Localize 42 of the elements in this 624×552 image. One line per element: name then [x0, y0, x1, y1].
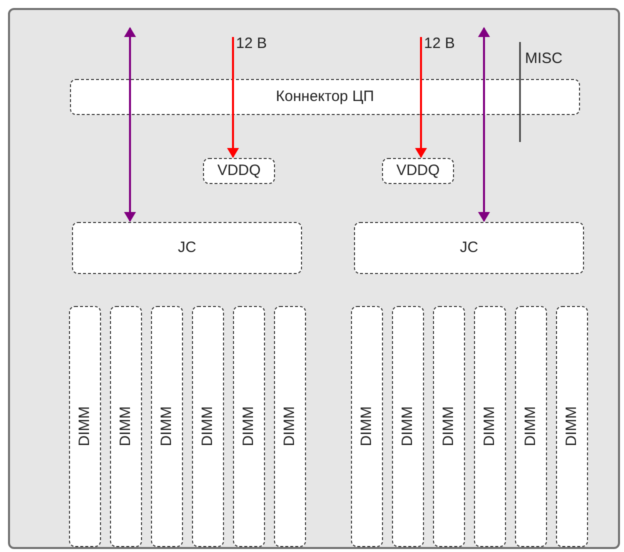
- component-box: [354, 222, 584, 274]
- regulator-box: [203, 158, 275, 184]
- memory-slot: [274, 306, 306, 547]
- memory-slot: [556, 306, 588, 547]
- component-label: DIMM: [74, 406, 94, 446]
- memory-slot: [433, 306, 465, 547]
- memory-slot: [392, 306, 424, 547]
- component-label: DIMM: [562, 406, 581, 446]
- component-box: [70, 79, 580, 115]
- memory-slot: [69, 306, 101, 547]
- component-label: DIMM: [116, 406, 135, 446]
- component-label: Коннектор ЦП: [276, 86, 374, 107]
- memory-slot: [151, 306, 183, 547]
- component-label: DIMM: [520, 406, 540, 446]
- component-label: VDDQ: [396, 160, 440, 181]
- arrow: [227, 37, 239, 158]
- component-label: DIMM: [198, 406, 217, 446]
- component-label: DIMM: [280, 406, 299, 446]
- component-label: DIMM: [156, 406, 176, 446]
- edge-label: 12 В: [236, 36, 267, 51]
- arrow: [124, 27, 136, 222]
- arrow: [415, 37, 427, 158]
- component-label: JC: [178, 238, 196, 258]
- memory-slot: [233, 306, 265, 547]
- component-label: DIMM: [356, 406, 376, 446]
- component-label: DIMM: [238, 406, 258, 446]
- memory-slot: [110, 306, 142, 547]
- memory-slot: [515, 306, 547, 547]
- component-box: [72, 222, 302, 274]
- component-label: JC: [460, 238, 478, 258]
- component-label: DIMM: [480, 406, 499, 446]
- arrow: [478, 27, 490, 222]
- board-outline: [8, 8, 620, 549]
- component-label: VDDQ: [217, 160, 261, 181]
- memory-slot: [192, 306, 224, 547]
- regulator-box: [382, 158, 454, 184]
- component-label: DIMM: [398, 406, 417, 446]
- component-label: DIMM: [438, 406, 458, 446]
- section-label: MISC: [525, 51, 562, 66]
- edge-label: 12 В: [424, 36, 455, 51]
- memory-slot: [474, 306, 506, 547]
- memory-slot: [351, 306, 383, 547]
